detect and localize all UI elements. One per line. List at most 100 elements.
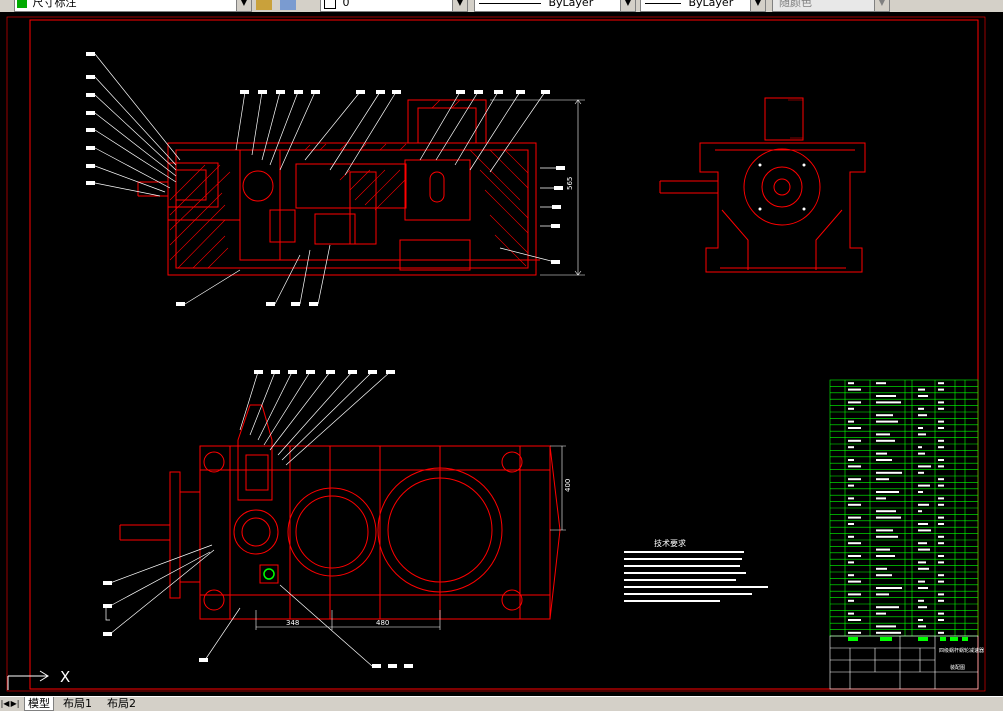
parts-list-cell-text bbox=[848, 439, 861, 442]
parts-list-cell-text bbox=[848, 382, 854, 385]
layer-state-icon[interactable] bbox=[280, 0, 296, 10]
parts-list-cell-text bbox=[848, 420, 854, 423]
dimension-front-height-text: 565 bbox=[566, 177, 574, 190]
parts-list-cell-text bbox=[876, 452, 887, 455]
parts-list-cell-text bbox=[848, 427, 861, 429]
parts-list-cell-text bbox=[848, 523, 854, 525]
chevron-down-icon[interactable]: ▼ bbox=[620, 0, 635, 11]
side-bolt-marks bbox=[758, 163, 806, 211]
parts-list-table bbox=[829, 379, 979, 637]
parts-list-cell-text bbox=[938, 427, 944, 429]
plan-bore-right bbox=[377, 467, 503, 593]
parts-list-cell-text bbox=[848, 580, 861, 583]
parts-list-cell-text bbox=[938, 484, 944, 487]
parts-list-cell-text bbox=[918, 395, 928, 397]
tab-layout2[interactable]: 布局2 bbox=[107, 697, 136, 710]
parts-list-cell-text bbox=[876, 606, 899, 609]
chevron-down-icon[interactable]: ▼ bbox=[750, 0, 765, 11]
dimension-plan-height-text: 400 bbox=[564, 479, 572, 492]
tech-requirements-title: 技术要求 bbox=[654, 538, 686, 548]
parts-list-cell-text bbox=[848, 484, 854, 487]
parts-list-cell-text bbox=[938, 497, 944, 500]
parts-list-cell-text bbox=[848, 535, 854, 538]
title-block-green-marks bbox=[848, 637, 968, 641]
plotstyle-combo[interactable]: 随颜色 ▼ bbox=[772, 0, 890, 12]
parts-list-cell-text bbox=[918, 510, 922, 513]
parts-list-cell-text bbox=[938, 459, 944, 461]
tech-requirements-text bbox=[624, 551, 768, 602]
properties-toolbar: 尺寸标注 ▼ 0 ▼ ByLayer ▼ ByLayer ▼ 随颜色 ▼ bbox=[0, 0, 1003, 12]
linetype-combo[interactable]: ByLayer ▼ bbox=[474, 0, 636, 12]
tab-nav-next-icon[interactable]: ▶| bbox=[10, 699, 20, 708]
parts-list-text bbox=[848, 382, 944, 634]
drawing-canvas[interactable]: 565 bbox=[0, 12, 1003, 696]
parts-list-cell-text bbox=[876, 555, 895, 557]
parts-list-cell-text bbox=[848, 446, 854, 449]
parts-list-cell-text bbox=[848, 561, 854, 564]
dimstyle-combo[interactable]: 尺寸标注 ▼ bbox=[14, 0, 252, 12]
chevron-down-icon[interactable]: ▼ bbox=[236, 0, 251, 11]
parts-list-cell-text bbox=[938, 478, 944, 481]
dimension-front-height bbox=[490, 99, 585, 276]
parts-list-cell-text bbox=[938, 593, 944, 596]
sheet-border bbox=[6, 16, 986, 692]
chevron-down-icon[interactable]: ▼ bbox=[874, 0, 889, 11]
parts-list-cell-text bbox=[876, 471, 902, 474]
ucs-x-label: X bbox=[60, 668, 70, 686]
parts-list-cell-text bbox=[848, 574, 854, 577]
housing-hatch bbox=[169, 143, 529, 269]
parts-list-cell-text bbox=[876, 625, 896, 628]
chevron-down-icon[interactable]: ▼ bbox=[452, 0, 467, 11]
dimstyle-value: 尺寸标注 bbox=[32, 0, 77, 9]
parts-list-cell-text bbox=[918, 567, 929, 570]
parts-list-cell-text bbox=[938, 388, 944, 391]
parts-list-cell-text bbox=[938, 561, 944, 564]
parts-list-cell-text bbox=[938, 619, 944, 621]
parts-list-cell-text bbox=[938, 503, 944, 506]
tab-model[interactable]: 模型 bbox=[24, 697, 54, 711]
linetype-value: ByLayer bbox=[548, 0, 594, 9]
side-flange bbox=[743, 148, 821, 226]
parts-list-cell-text bbox=[848, 599, 854, 602]
parts-list-cell-text bbox=[848, 401, 861, 404]
parts-list-cell-text bbox=[938, 420, 944, 423]
parts-list-cell-text bbox=[918, 407, 924, 410]
dimension-plan-right-text: 480 bbox=[376, 619, 389, 627]
parts-list-cell-text bbox=[876, 548, 890, 551]
parts-list-cell-text bbox=[876, 491, 899, 493]
parts-list-cell-text bbox=[918, 388, 925, 391]
parts-list-cell-text bbox=[918, 414, 927, 417]
cad-drawing: 565 bbox=[6, 16, 986, 692]
parts-list-cell-text bbox=[876, 382, 886, 385]
parts-list-cell-text bbox=[938, 401, 944, 404]
layer-manager-icon[interactable] bbox=[256, 0, 272, 10]
parts-list-cell-text bbox=[848, 516, 861, 519]
parts-list-cell-text bbox=[918, 452, 925, 455]
parts-list-cell-text bbox=[938, 516, 944, 519]
parts-list-cell-text bbox=[938, 407, 944, 410]
parts-list-cell-text bbox=[876, 631, 901, 634]
parts-list-cell-text bbox=[918, 587, 928, 589]
parts-list-cell-text bbox=[848, 465, 861, 468]
plan-oil-plug-frame bbox=[259, 564, 279, 584]
tab-nav-first-icon[interactable]: |◀ bbox=[0, 699, 10, 708]
parts-list-cell-text bbox=[876, 433, 890, 436]
linetype-sample bbox=[479, 2, 541, 4]
parts-list-cell-text bbox=[876, 587, 902, 589]
parts-list-cell-text bbox=[918, 625, 926, 628]
layer-combo[interactable]: 0 ▼ bbox=[320, 0, 468, 12]
parts-list-cell-text bbox=[848, 631, 861, 634]
plan-view-leaders bbox=[105, 371, 391, 667]
parts-list-cell-text bbox=[918, 484, 930, 487]
title-block-drawing: 装配图 bbox=[950, 664, 965, 671]
layer-value: 0 bbox=[342, 0, 350, 9]
parts-list-cell-text bbox=[848, 388, 861, 391]
dimstyle-icon bbox=[17, 0, 27, 8]
parts-list-cell-text bbox=[848, 619, 861, 621]
lineweight-combo[interactable]: ByLayer ▼ bbox=[640, 0, 766, 12]
plan-housing bbox=[199, 445, 551, 620]
parts-list-cell-text bbox=[938, 599, 944, 602]
parts-list-cell-text bbox=[876, 535, 898, 538]
parts-list-cell-text bbox=[848, 555, 861, 557]
tab-layout1[interactable]: 布局1 bbox=[63, 697, 92, 710]
